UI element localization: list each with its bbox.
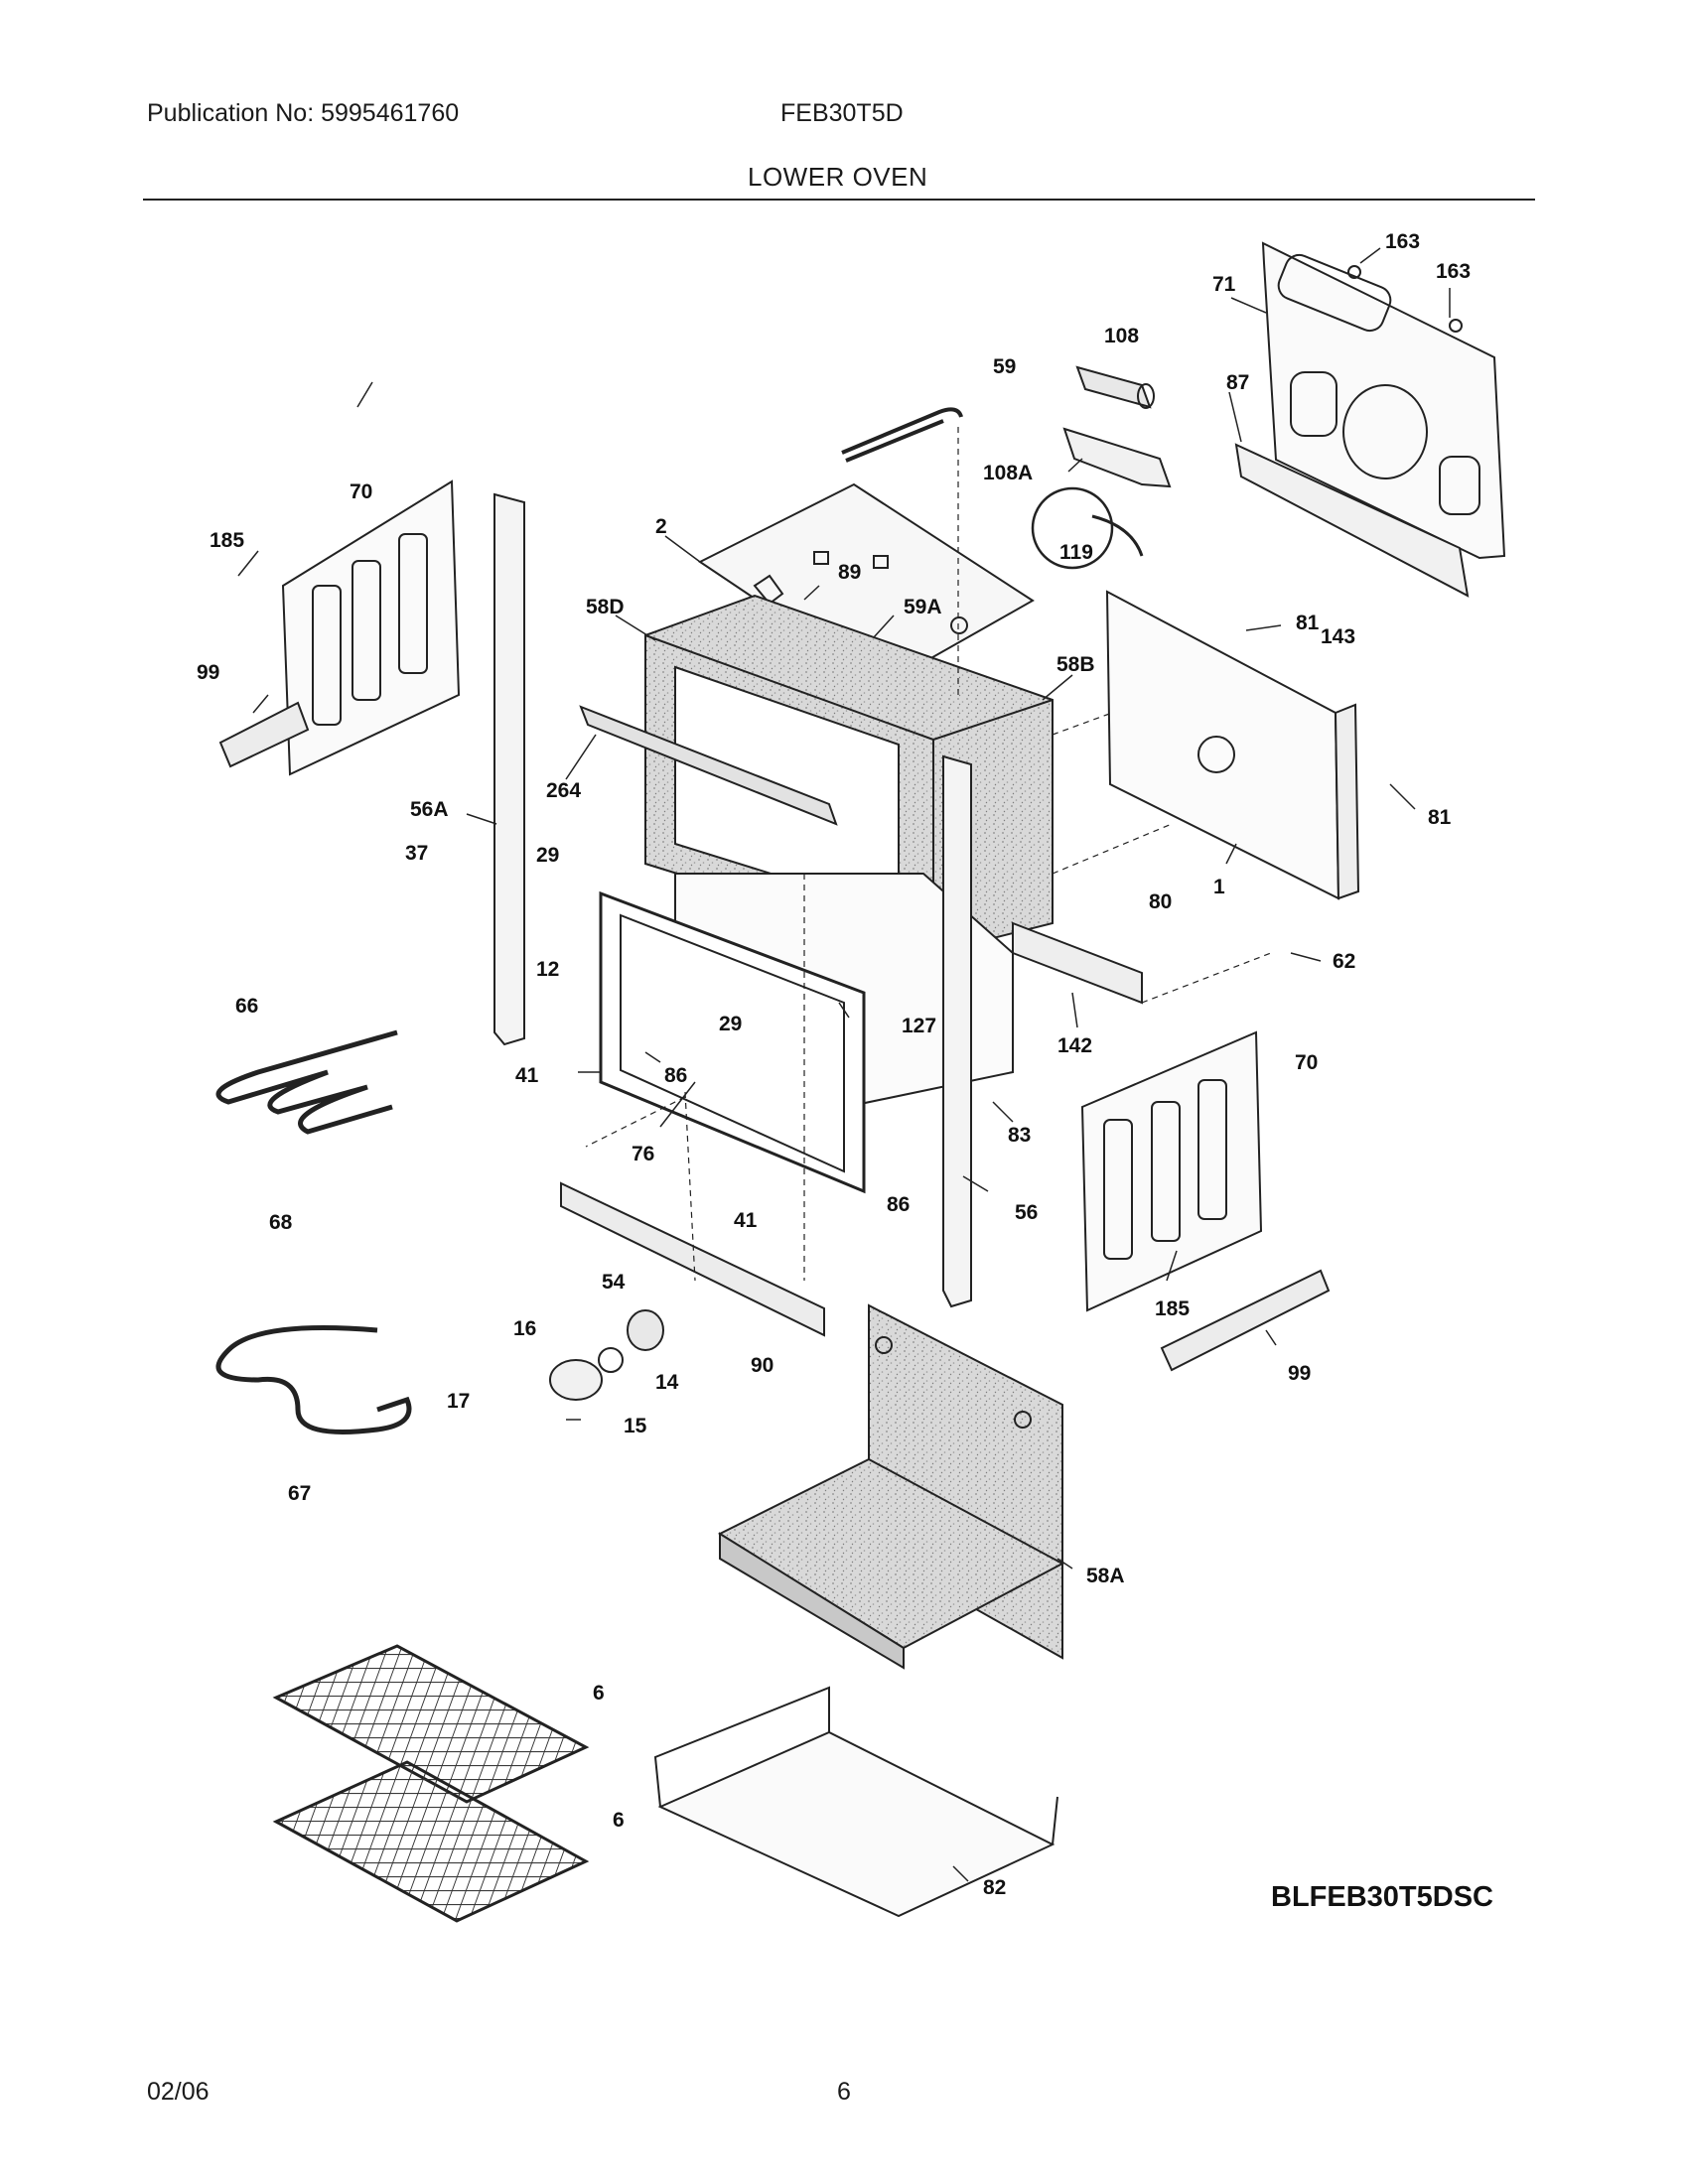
callout-29: 29	[536, 844, 559, 867]
bottom-pan-82	[653, 1686, 1058, 1918]
callout-58A: 58A	[1086, 1565, 1125, 1587]
callout-71: 71	[1212, 273, 1236, 296]
rail-142	[1012, 921, 1143, 1005]
callout-58D: 58D	[586, 596, 625, 618]
callout-14: 14	[655, 1371, 679, 1394]
bracket-99-left	[218, 701, 310, 768]
rail-56A	[493, 492, 525, 1046]
callout-99: 99	[197, 661, 219, 684]
bottom-liner-58A	[717, 1303, 1065, 1670]
rail-56	[942, 754, 972, 1308]
callout-81: 81	[1296, 612, 1320, 634]
callout-41: 41	[515, 1064, 539, 1087]
diagram-code: BLFEB30T5DSC	[1271, 1881, 1493, 1913]
callout-59: 59	[993, 355, 1016, 378]
callout-41: 41	[734, 1209, 758, 1232]
back-panel-71	[1234, 241, 1506, 598]
callout-185: 185	[1155, 1297, 1190, 1320]
callout-68: 68	[269, 1211, 293, 1234]
rail-264	[579, 705, 838, 826]
callout-76: 76	[632, 1143, 654, 1165]
callout-86: 86	[887, 1193, 910, 1216]
callout-62: 62	[1333, 950, 1355, 973]
publication-date: 02/06	[147, 2078, 210, 2106]
tube-59	[841, 407, 963, 463]
callout-143: 143	[1321, 625, 1355, 648]
callout-67: 67	[288, 1482, 311, 1505]
side-panel-70-right	[1080, 1030, 1263, 1312]
callout-86: 86	[664, 1064, 687, 1087]
door-frame-76	[599, 890, 866, 1194]
callout-81: 81	[1428, 806, 1452, 829]
callout-56A: 56A	[410, 798, 449, 821]
callout-264: 264	[546, 779, 581, 802]
callout-59A: 59A	[904, 596, 942, 618]
callout-108: 108	[1104, 325, 1139, 347]
callout-70: 70	[350, 480, 372, 503]
callout-142: 142	[1057, 1034, 1092, 1057]
callout-90: 90	[751, 1354, 774, 1377]
publication-number: Publication No: 5995461760	[147, 99, 460, 127]
callout-82: 82	[983, 1876, 1006, 1899]
side-panel-70-left	[281, 479, 461, 776]
callout-15: 15	[624, 1415, 647, 1437]
callout-2: 2	[655, 515, 667, 538]
callout-58B: 58B	[1056, 653, 1095, 676]
callout-6: 6	[613, 1809, 625, 1832]
leader-lines	[237, 247, 1451, 1882]
callout-70: 70	[1295, 1051, 1318, 1074]
section-title: LOWER OVEN	[748, 162, 928, 192]
bake-element-67	[215, 1325, 412, 1434]
callout-1: 1	[1213, 876, 1225, 898]
callout-80: 80	[1149, 890, 1172, 913]
trim-90	[560, 1181, 825, 1337]
callout-119: 119	[1059, 541, 1093, 564]
callout-16: 16	[513, 1317, 536, 1340]
callout-circle-119	[1031, 486, 1144, 570]
callout-29: 29	[719, 1013, 742, 1035]
callout-99: 99	[1288, 1362, 1311, 1385]
callout-185: 185	[210, 529, 244, 552]
callout-12: 12	[536, 958, 559, 981]
oven-rack-6-lower	[272, 1760, 590, 1923]
callout-54: 54	[602, 1271, 626, 1294]
callout-89: 89	[838, 561, 861, 584]
callout-37: 37	[405, 842, 428, 865]
model-number: FEB30T5D	[780, 99, 904, 127]
callout-127: 127	[902, 1015, 936, 1037]
callout-6: 6	[593, 1682, 605, 1705]
callout-87: 87	[1226, 371, 1249, 394]
callout-108A: 108A	[983, 462, 1033, 484]
header-rule	[143, 199, 1535, 201]
callout-labels: 163 163 71 108 59 87 108A 70 185 2 119 8…	[197, 230, 1493, 1913]
control-panel-1	[1105, 590, 1360, 900]
callout-17: 17	[447, 1390, 470, 1413]
callout-163: 163	[1385, 230, 1420, 253]
vent-108	[1062, 365, 1172, 488]
callout-83: 83	[1008, 1124, 1031, 1147]
bracket-99-right	[1160, 1269, 1331, 1372]
callout-66: 66	[235, 995, 258, 1018]
callout-56: 56	[1015, 1201, 1038, 1224]
page-number: 6	[837, 2078, 851, 2106]
broil-element-66	[215, 1029, 398, 1135]
oven-light-16	[549, 1309, 664, 1401]
alignment-lines	[585, 427, 1272, 1282]
callout-163: 163	[1436, 260, 1471, 283]
